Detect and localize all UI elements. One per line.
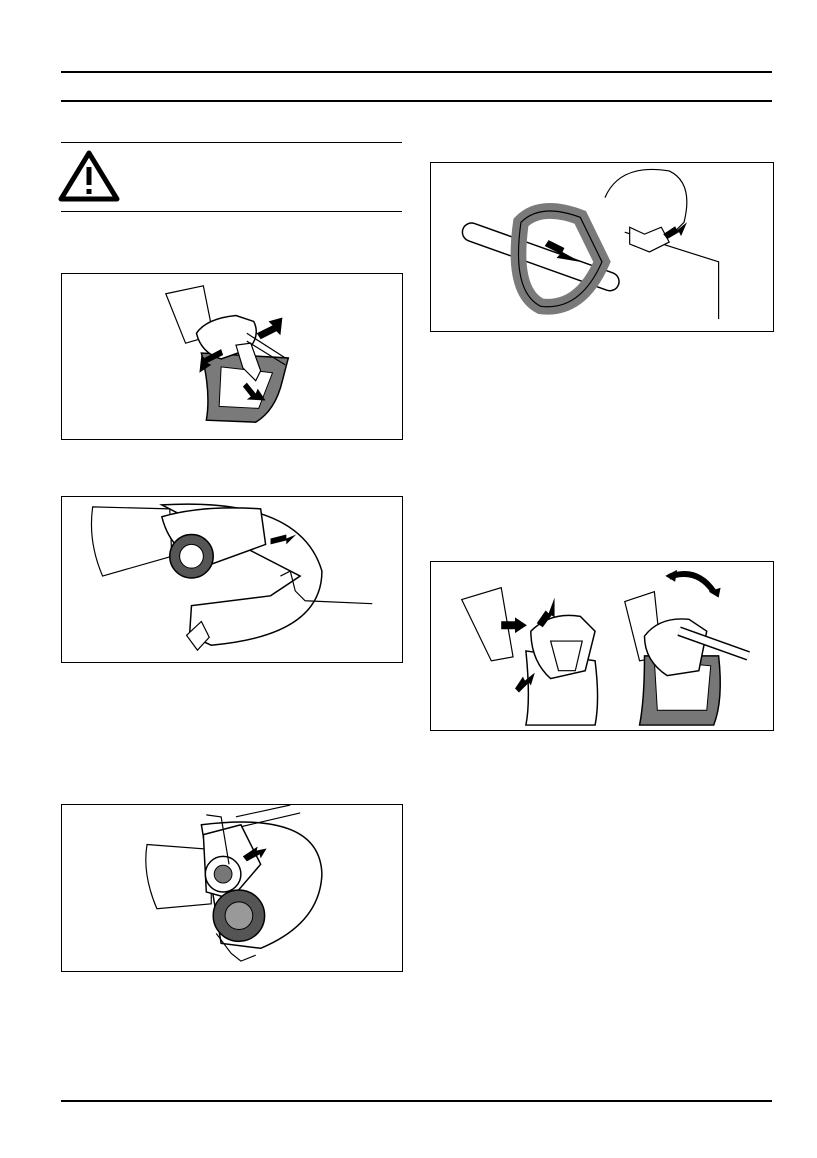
trimmer-guard-screw-illustration	[62, 497, 402, 662]
warning-rule-bottom	[61, 211, 402, 212]
figure-spool-removal	[61, 804, 403, 972]
loop-handle-illustration	[431, 163, 773, 331]
figure-loop-handle	[430, 162, 774, 332]
footer-rule	[61, 1100, 772, 1102]
trimmer-spool-illustration	[62, 805, 402, 971]
header-rule-top	[61, 71, 772, 73]
figure-guard-release	[61, 273, 403, 440]
header-rule-bottom	[61, 100, 772, 102]
figure-guard-attach	[430, 561, 774, 731]
trimmer-guard-attach-illustration	[431, 562, 773, 730]
warning-triangle-icon	[58, 150, 120, 202]
warning-rule-top	[61, 142, 402, 143]
trimmer-guard-release-illustration	[62, 274, 402, 439]
figure-guard-screw	[61, 496, 403, 663]
